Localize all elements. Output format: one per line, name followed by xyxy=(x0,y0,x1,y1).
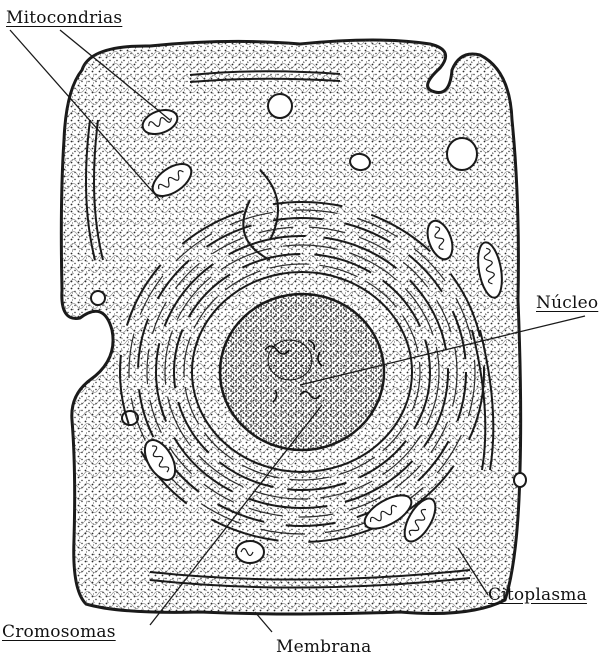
label-membrana: Membrana xyxy=(276,637,371,657)
nucleolus xyxy=(268,340,312,380)
vacuole xyxy=(514,473,526,487)
vacuole xyxy=(447,138,477,170)
label-cromosomas: Cromosomas xyxy=(2,622,116,642)
label-citoplasma: Citoplasma xyxy=(488,585,587,605)
vacuole xyxy=(268,94,292,118)
label-mitocondrias: Mitocondrias xyxy=(6,8,122,28)
label-nucleo: Núcleo xyxy=(536,293,598,313)
vacuole xyxy=(91,291,105,305)
